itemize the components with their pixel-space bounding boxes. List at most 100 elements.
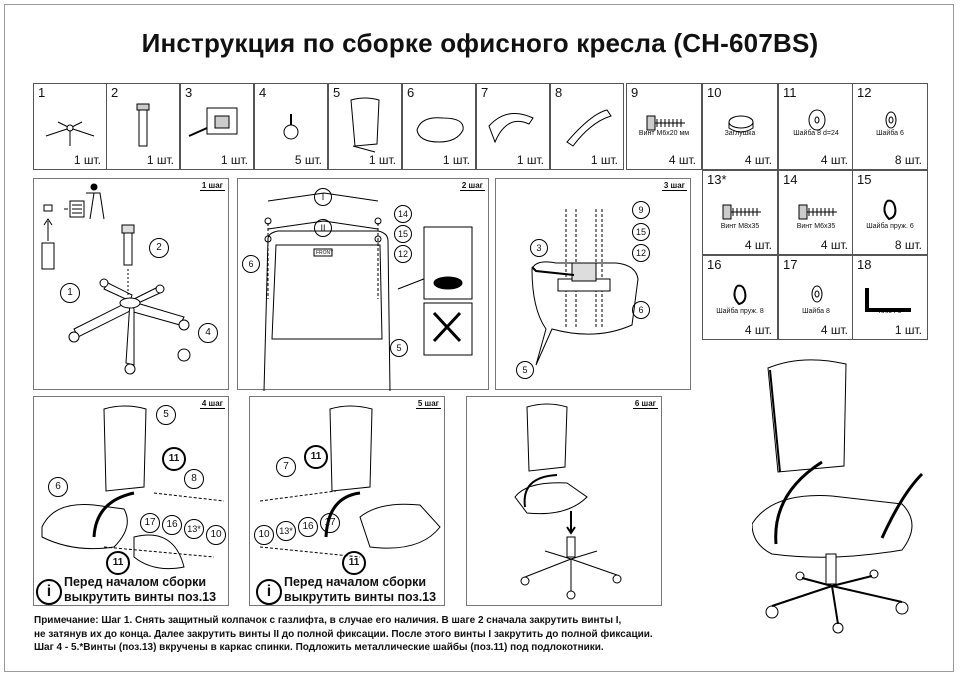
note-line-1: Примечание: Шаг 1. Снять защитный колпач…: [34, 615, 622, 626]
callout-13: 13*: [276, 521, 296, 541]
trash-icon: [69, 183, 105, 220]
part-number: 2: [111, 85, 119, 100]
part-label: Шайба 8: [802, 308, 830, 315]
callout-7: 7: [276, 457, 296, 477]
part-label: Винт М8х35: [720, 223, 760, 230]
part-quantity: 1 шт.: [368, 153, 396, 167]
callout-14: 14: [394, 205, 412, 223]
callout-6: 6: [242, 255, 260, 273]
step-3-drawing: [531, 209, 639, 366]
step-1-panel: 1 шаг: [33, 178, 229, 390]
washer-icon: [811, 285, 823, 303]
step-tag: 4 шаг: [199, 399, 225, 409]
callout-8: 8: [184, 469, 204, 489]
part-number: 3: [185, 85, 193, 100]
step-2-panel: 2 шаг FRONT I II 14 15 12 6 5: [237, 178, 489, 391]
callout-2: 2: [149, 238, 169, 258]
step-6-drawing: [514, 403, 622, 600]
callout-6: 6: [632, 301, 650, 319]
callout-13: 13*: [184, 519, 204, 539]
washer-icon: [885, 111, 897, 129]
callout-11-bottom: 11: [106, 551, 130, 575]
callout-10: 10: [254, 525, 274, 545]
callout-17: 17: [320, 513, 340, 533]
part-number: 8: [555, 85, 563, 100]
step-2-drawing: [263, 192, 473, 391]
part-quantity: 1 шт.: [442, 153, 470, 167]
part-quantity: 4 шт.: [744, 238, 772, 252]
step-1-drawing: [41, 183, 191, 375]
part-number: 16: [707, 257, 722, 272]
callout-17: 17: [140, 513, 160, 533]
gas-lift-icon: [136, 103, 150, 147]
cap-icon: [728, 115, 754, 133]
page-title: Инструкция по сборке офисного кресла (CH…: [141, 28, 819, 58]
part-number: 4: [259, 85, 267, 100]
step-5-panel: 5 шаг 7 11 10 13* 16 17 11 i Перед начал…: [249, 396, 445, 606]
screw-icon: [646, 115, 685, 131]
part-quantity: 4 шт.: [820, 238, 848, 252]
callout-11-top: 11: [162, 447, 186, 471]
page-frame: [4, 4, 954, 672]
part-number: 18: [857, 257, 872, 272]
step-6-panel: 6 шаг: [466, 396, 662, 606]
part-number: 5: [333, 85, 341, 100]
seat-icon: [416, 117, 464, 143]
callout-9: 9: [632, 201, 650, 219]
callout-12: 12: [632, 244, 650, 262]
part-number: 14: [783, 172, 798, 187]
step-tag: 1 шаг: [199, 181, 225, 191]
part-label: Винт М6х20 мм: [638, 130, 690, 137]
part-label: Шайба пруж. 6: [866, 223, 914, 230]
mechanism-icon: [188, 107, 238, 137]
part-cell-13: 13*4 шт.Винт М8х35: [702, 170, 778, 255]
armrest-left-icon: [488, 113, 534, 144]
step-4-drawing: [41, 405, 225, 570]
hex-key-icon: [865, 288, 911, 312]
callout-5: 5: [390, 339, 408, 357]
part-number: 1: [38, 85, 46, 100]
callout-16: 16: [298, 517, 318, 537]
part-label: Заглушка: [724, 130, 756, 137]
front-label: FRONT: [316, 250, 334, 256]
part-quantity: 4 шт.: [744, 153, 772, 167]
part-quantity: 4 шт.: [820, 153, 848, 167]
callout-10: 10: [206, 525, 226, 545]
part-label: Шайба 6: [876, 130, 904, 137]
callout-11-top: 11: [304, 445, 328, 469]
callout-1: 1: [60, 283, 80, 303]
arrow-icon: [41, 204, 68, 270]
warning-line-2: выкрутить винты поз.13: [284, 590, 437, 604]
part-label: Винт М6х35: [796, 223, 836, 230]
part-cell-14: 14 4 шт. Винт М6х35: [778, 170, 854, 255]
part-quantity: 1 шт.: [894, 323, 922, 337]
step-tag: 3 шаг: [661, 181, 687, 191]
callout-11-bottom: 11: [342, 551, 366, 575]
washer-large-icon: [808, 109, 826, 131]
spring-washer-icon: [883, 199, 897, 221]
callout-15: 15: [632, 223, 650, 241]
callout-6: 6: [48, 477, 68, 497]
note-line-3: Шаг 4 - 5.*Винты (поз.13) вкручены в кар…: [34, 642, 604, 653]
warning-line-1: Перед началом сборки: [284, 575, 427, 589]
warning-line-2: выкрутить винты поз.13: [64, 590, 217, 604]
part-number: 12: [857, 85, 872, 100]
info-icon: i: [256, 579, 282, 605]
star-base-icon: [45, 121, 95, 146]
callout-15: 15: [394, 225, 412, 243]
part-label: Шайба пруж. 8: [716, 308, 764, 315]
part-number: 11: [783, 85, 797, 100]
step-5-drawing: [259, 405, 441, 558]
